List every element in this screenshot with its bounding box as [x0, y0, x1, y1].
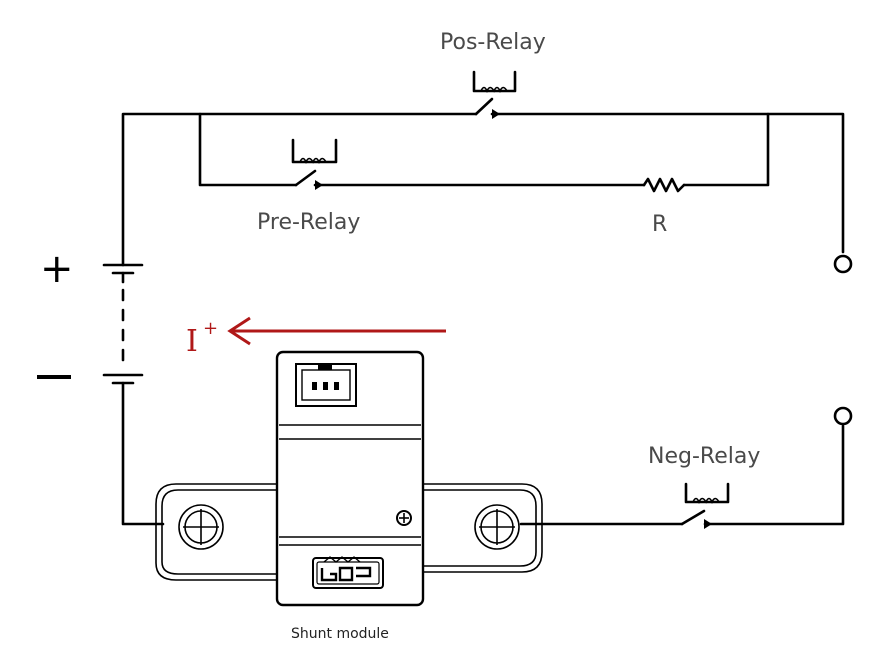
pre-relay-label: Pre-Relay	[257, 210, 360, 235]
negative-terminal	[833, 406, 853, 426]
current-arrow	[227, 316, 446, 346]
plus-sign: +	[40, 246, 74, 292]
connector-icon	[295, 363, 357, 407]
left-lug	[155, 483, 277, 581]
resistor-label: R	[652, 212, 667, 237]
pre-relay-symbol	[291, 138, 338, 190]
resistor-symbol	[642, 177, 686, 193]
current-superscript: +	[203, 318, 218, 339]
minus-sign	[37, 375, 71, 379]
logo-icon	[312, 556, 384, 589]
current-label: I	[186, 324, 198, 359]
battery-symbol	[102, 263, 144, 385]
neg-relay-symbol	[680, 482, 730, 529]
wiring	[121, 112, 845, 526]
precharge-loop	[198, 112, 298, 187]
right-lug	[423, 483, 543, 573]
shunt-body	[275, 350, 425, 607]
shunt-label: Shunt module	[291, 626, 389, 642]
top-wire-right	[490, 112, 845, 254]
precharge-loop-right2	[682, 112, 770, 187]
positive-terminal	[833, 254, 853, 274]
pos-relay-label: Pos-Relay	[440, 30, 546, 55]
pos-relay-symbol	[472, 70, 517, 119]
screw-icon	[396, 510, 412, 526]
shunt-module	[155, 350, 543, 607]
neg-relay-label: Neg-Relay	[648, 444, 760, 469]
top-wire	[121, 112, 478, 267]
battery-neg-wire	[121, 381, 165, 526]
neg-wire-right	[703, 424, 845, 526]
